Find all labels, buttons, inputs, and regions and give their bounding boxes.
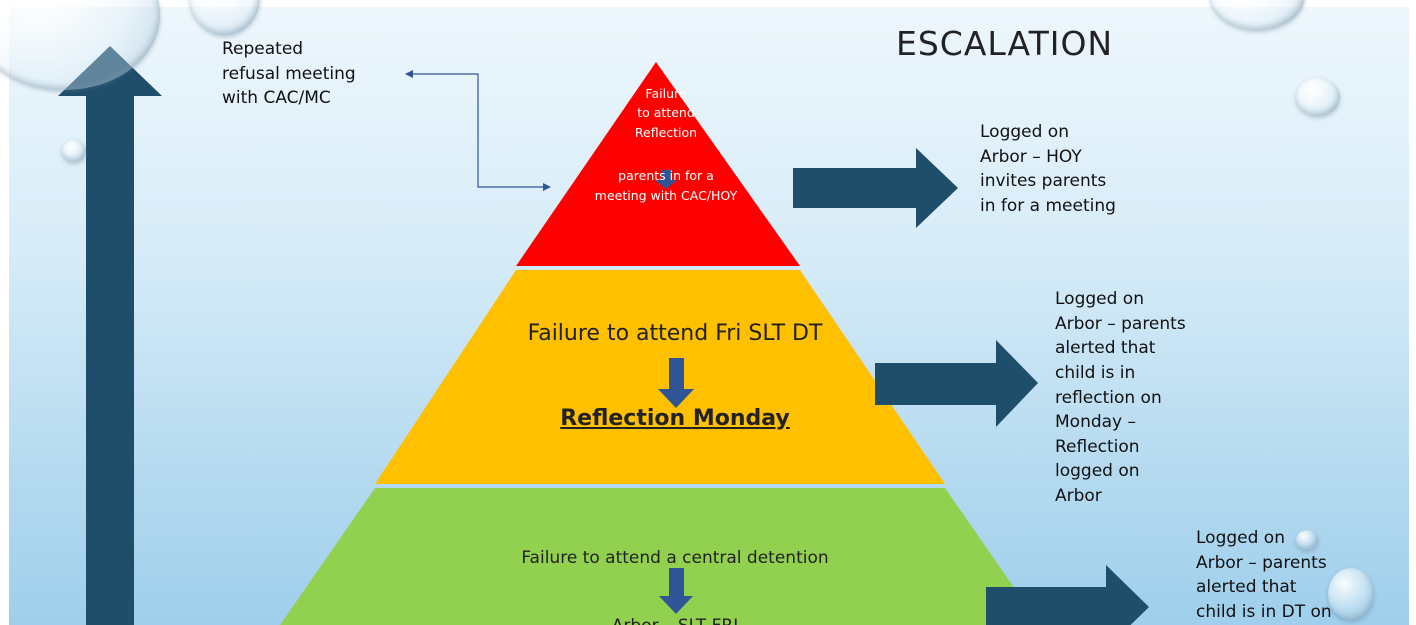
right-note-bottom: Logged on Arbor – parents alerted that c… <box>1196 526 1332 625</box>
bottom-tier-outcome: Arbor – SLT FRI <box>510 616 840 625</box>
note-line: Logged on <box>980 122 1069 142</box>
tier-line: meeting with CAC/HOY <box>594 187 738 203</box>
note-line: Arbor – parents <box>1055 313 1186 334</box>
down-arrow-top <box>655 170 677 189</box>
note-line: child is in <box>1055 362 1136 383</box>
top-tier-text: Failure to attend Reflection parents in … <box>556 84 776 205</box>
note-line: logged on <box>1055 461 1140 482</box>
note-line: invites parents <box>980 171 1107 192</box>
connector-arrowhead-left <box>405 70 413 78</box>
frame-left <box>0 0 9 625</box>
note-line: Arbor – parents <box>1196 552 1327 573</box>
right-arrow-bottom <box>986 565 1149 625</box>
note-line: refusal meeting <box>222 63 356 84</box>
note-line: with CAC/MC <box>222 88 331 109</box>
note-line: Reflection <box>1055 436 1140 457</box>
slide-title: ESCALATION <box>896 24 1114 63</box>
right-note-top: Logged on Arbor – HOY invites parents in… <box>980 120 1116 219</box>
down-arrow-bottom <box>659 568 693 614</box>
right-arrow-top <box>793 148 958 228</box>
note-line: in for a meeting <box>980 195 1116 216</box>
repeated-refusal-note: Repeated refusal meeting with CAC/MC <box>222 37 356 111</box>
pyramid-tier-middle <box>375 270 945 484</box>
pyramid-tier-top <box>516 62 800 266</box>
down-arrow-middle <box>658 358 694 408</box>
note-line: alerted that <box>1196 577 1297 598</box>
note-line: Arbor <box>1055 486 1102 507</box>
escalation-up-arrow <box>58 46 162 625</box>
droplet-decoration <box>62 140 86 162</box>
note-line: Arbor – HOY <box>980 146 1082 167</box>
droplet-decoration <box>1296 530 1318 550</box>
droplet-decoration <box>1296 78 1340 116</box>
right-note-middle: Logged on Arbor – parents alerted that c… <box>1055 287 1186 509</box>
note-line: Logged on <box>1055 289 1144 309</box>
tier-line: to attend <box>637 105 695 121</box>
note-line: Monday – <box>1055 412 1137 433</box>
bottom-tier-heading: Failure to attend a central detention <box>521 548 829 568</box>
frame-right <box>1409 0 1416 625</box>
note-line: Repeated <box>222 39 304 59</box>
note-line: reflection on <box>1055 387 1162 408</box>
tier-line: Reflection <box>634 124 698 140</box>
note-line: child is in DT on <box>1196 601 1332 622</box>
tier-line: Failure <box>645 86 687 101</box>
tier-line: parents in for a <box>618 168 714 184</box>
frame-top <box>0 0 1416 7</box>
note-line: alerted that <box>1055 338 1156 359</box>
middle-tier-heading: Failure to attend Fri SLT DT <box>527 321 823 346</box>
pyramid-tier-bottom <box>280 488 1040 625</box>
note-line: Logged on <box>1196 528 1285 548</box>
droplet-decoration <box>1328 568 1374 620</box>
right-arrow-middle <box>875 340 1038 427</box>
middle-tier-outcome: Reflection Monday <box>560 406 790 431</box>
connector-line <box>406 73 546 188</box>
connector-arrowhead-right <box>543 183 551 191</box>
